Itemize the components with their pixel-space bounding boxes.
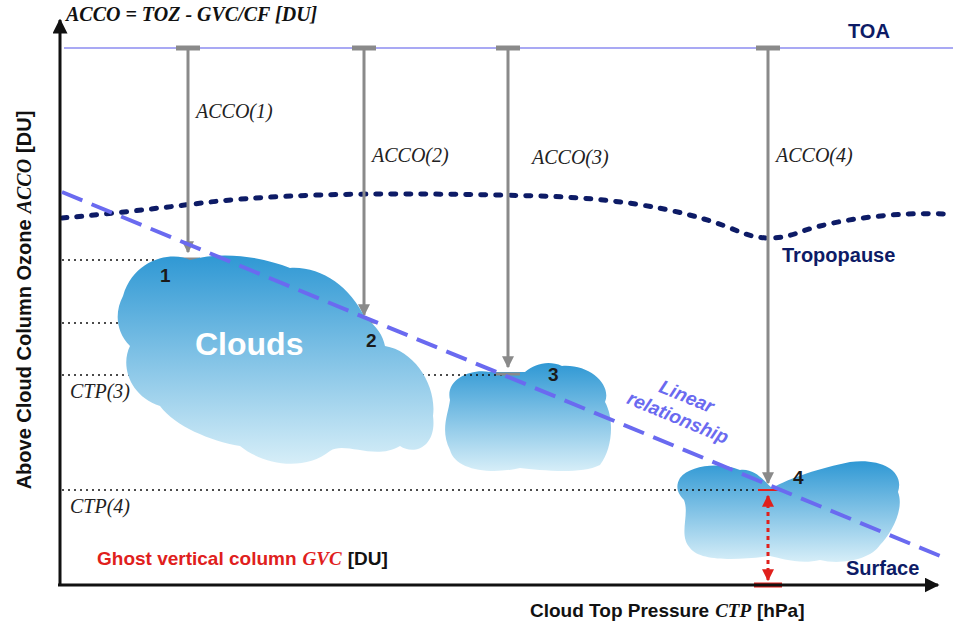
column-label: ACCO(1) bbox=[196, 100, 273, 123]
callout-number: 2 bbox=[366, 330, 377, 352]
column-label: ACCO(4) bbox=[776, 144, 853, 167]
ghost-column-label-part: [DU] bbox=[348, 548, 388, 570]
y-axis-title: Above Cloud Column Ozone ACCO [DU] bbox=[13, 111, 36, 490]
y-axis-title-part: [DU] bbox=[13, 111, 36, 153]
ghost-column-top bbox=[758, 489, 778, 491]
callout-number: 1 bbox=[160, 265, 171, 287]
tropopause-label: Tropopause bbox=[782, 244, 895, 267]
x-axis-title: Cloud Top Pressure CTP [hPa] bbox=[530, 600, 805, 622]
ghost-column-label: Ghost vertical column GVC [DU] bbox=[97, 548, 388, 570]
callout-number: 3 bbox=[548, 364, 559, 386]
x-axis-title-part: CTP bbox=[715, 600, 751, 622]
tropopause-curve bbox=[62, 194, 945, 238]
column-label: ACCO(3) bbox=[532, 146, 609, 169]
y-axis-title-part: Above Cloud Column Ozone bbox=[13, 219, 36, 489]
pressure-label: CTP(4) bbox=[70, 495, 130, 518]
ghost-column-label-part: Ghost vertical column bbox=[97, 548, 297, 570]
surface-label: Surface bbox=[846, 557, 919, 580]
boundary-label: TOA bbox=[848, 20, 890, 43]
x-axis-title-part: Cloud Top Pressure bbox=[530, 600, 709, 622]
x-axis bbox=[58, 584, 938, 587]
diagram-title: ACCO = TOZ - GVC/CF [DU] bbox=[66, 3, 317, 26]
callout-number: 4 bbox=[793, 467, 804, 489]
column-label: ACCO(2) bbox=[372, 144, 449, 167]
pressure-label: CTP(3) bbox=[70, 380, 130, 403]
ghost-column-arrow bbox=[767, 496, 770, 580]
linear-relationship-line bbox=[62, 192, 945, 558]
cloud-fill bbox=[118, 255, 434, 463]
cloud-label: Clouds bbox=[195, 326, 303, 363]
y-axis bbox=[59, 20, 62, 586]
relationship-label: Linear relationship bbox=[611, 361, 752, 454]
x-axis-title-part: [hPa] bbox=[757, 600, 805, 622]
cloud-three bbox=[445, 363, 611, 471]
ghost-column-label-part: GVC bbox=[303, 548, 342, 570]
y-axis-title-part: ACCO bbox=[13, 159, 36, 213]
cloud-four bbox=[677, 461, 899, 562]
